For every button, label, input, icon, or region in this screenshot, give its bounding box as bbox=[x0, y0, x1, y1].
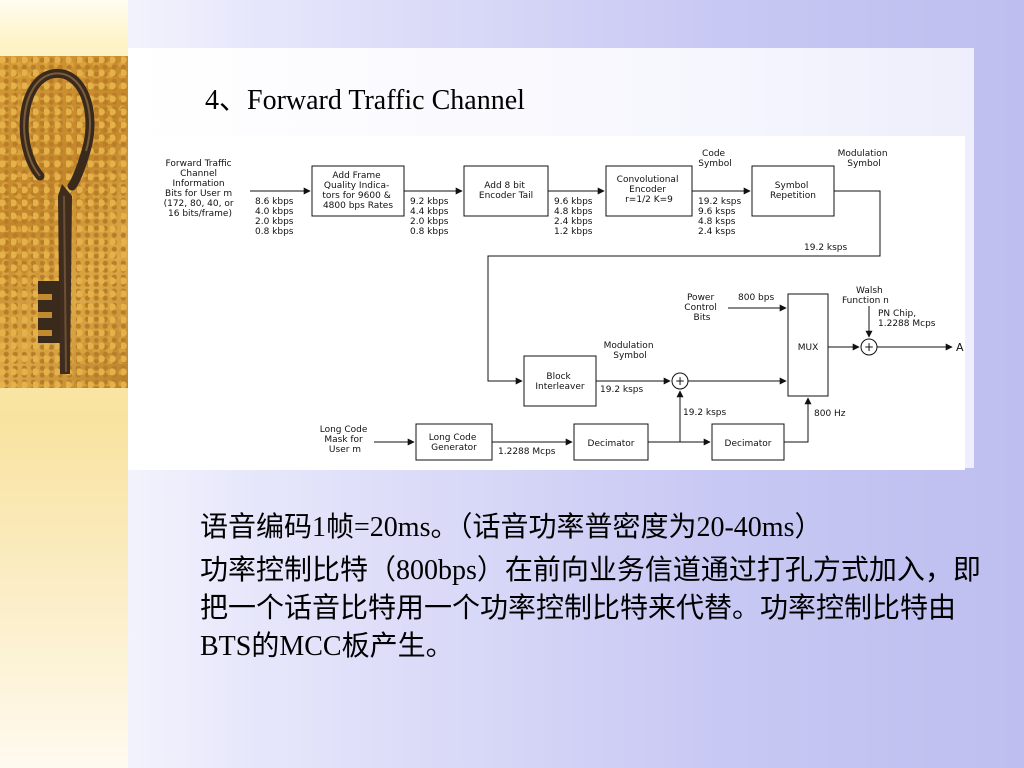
arrow-decimator-to-scrambling-adder bbox=[648, 390, 684, 443]
rate-after-decimator-1: 19.2 ksps bbox=[683, 408, 727, 418]
rate-label: 2.0 kbps bbox=[410, 217, 449, 227]
rate-label: 9.6 kbps bbox=[554, 197, 593, 207]
rate-label: 0.8 kbps bbox=[255, 227, 294, 237]
scrambling-adder-plus: + bbox=[675, 374, 685, 388]
decimator-1-label: Decimator bbox=[588, 439, 635, 449]
rates-after-tail: 9.6 kbps 4.8 kbps 2.4 kbps 1.2 kbps bbox=[554, 197, 595, 237]
arrow-decimator-2-to-mux bbox=[784, 397, 812, 443]
rate-label: 2.0 kbps bbox=[255, 217, 294, 227]
rate-label: 4.8 kbps bbox=[554, 207, 593, 217]
rate-label: 1.2 kbps bbox=[554, 227, 593, 237]
input-label-line: Forward Traffic bbox=[166, 159, 232, 169]
walsh-adder-plus: + bbox=[864, 340, 874, 354]
frame-quality-block-label: Add Frame Quality Indica- tors for 9600 … bbox=[322, 171, 393, 211]
modulation-symbol-label-2: Modulation Symbol bbox=[604, 341, 657, 361]
decimator-2-label: Decimator bbox=[725, 439, 772, 449]
rate-label: 9.6 ksps bbox=[698, 207, 736, 217]
encoder-tail-block-label: Add 8 bit Encoder Tail bbox=[479, 181, 533, 201]
rate-label: 4.4 kbps bbox=[410, 207, 449, 217]
input-label-line: Information bbox=[173, 179, 225, 189]
key-photo bbox=[0, 56, 128, 388]
rate-after-interleaver: 19.2 ksps bbox=[600, 385, 644, 395]
block-interleaver-label: Block Interleaver bbox=[535, 372, 585, 392]
slide-title: 4、Forward Traffic Channel bbox=[205, 85, 525, 116]
walsh-label: Walsh Function n bbox=[842, 286, 889, 306]
rate-label: 4.0 kbps bbox=[255, 207, 294, 217]
rate-800hz: 800 Hz bbox=[814, 409, 846, 419]
power-control-label: Power Control Bits bbox=[684, 293, 719, 323]
rate-label: 4.8 ksps bbox=[698, 217, 736, 227]
rates-in: 8.6 kbps 4.0 kbps 2.0 kbps 0.8 kbps bbox=[255, 197, 296, 237]
forward-traffic-channel-diagram: Forward Traffic Channel Information Bits… bbox=[128, 136, 965, 470]
rate-after-repetition: 19.2 ksps bbox=[804, 243, 848, 253]
mux-block bbox=[787, 293, 829, 397]
rate-800bps: 800 bps bbox=[738, 293, 774, 303]
input-label-line: (172, 80, 40, or bbox=[164, 199, 234, 209]
rate-label: 2.4 ksps bbox=[698, 227, 736, 237]
rate-label: 2.4 kbps bbox=[554, 217, 593, 227]
rate-label: 19.2 ksps bbox=[698, 197, 742, 207]
rate-label: 0.8 kbps bbox=[410, 227, 449, 237]
input-label-line: Bits for User m bbox=[165, 189, 232, 199]
long-code-mask-label: Long Code Mask for User m bbox=[320, 425, 371, 455]
convolutional-encoder-label: Convolutional Encoder r=1/2 K=9 bbox=[617, 175, 682, 205]
rate-long-code: 1.2288 Mcps bbox=[498, 447, 556, 457]
input-label-line: Channel bbox=[180, 169, 217, 179]
rate-label: 8.6 kbps bbox=[255, 197, 294, 207]
symbol-repetition-label: Symbol Repetition bbox=[770, 181, 816, 201]
code-symbol-label: Code Symbol bbox=[698, 149, 732, 169]
input-label: Forward Traffic Channel Information Bits… bbox=[164, 159, 237, 219]
rates-after-quality: 9.2 kbps 4.4 kbps 2.0 kbps 0.8 kbps bbox=[410, 197, 451, 237]
path-repetition-to-interleaver bbox=[487, 190, 881, 385]
paragraph-power-control: 功率控制比特（800bps）在前向业务信道通过打孔方式加入，即把一个话音比特用一… bbox=[200, 555, 981, 662]
rates-after-encoder: 19.2 ksps 9.6 ksps 4.8 ksps 2.4 ksps bbox=[698, 197, 744, 237]
pn-chip-label: PN Chip, 1.2288 Mcps bbox=[878, 309, 936, 329]
output-label: A bbox=[956, 341, 964, 354]
input-label-line: 16 bits/frame) bbox=[168, 209, 232, 219]
rate-label: 9.2 kbps bbox=[410, 197, 449, 207]
mux-label: MUX bbox=[798, 343, 819, 353]
long-code-generator-label: Long Code Generator bbox=[429, 433, 480, 453]
modulation-symbol-label: Modulation Symbol bbox=[838, 149, 891, 169]
body-text: 语音编码1帧=20ms。（话音功率普密度为20-40ms） 功率控制比特（800… bbox=[200, 508, 990, 666]
paragraph-voice-frame: 语音编码1帧=20ms。（话音功率普密度为20-40ms） bbox=[200, 512, 823, 543]
